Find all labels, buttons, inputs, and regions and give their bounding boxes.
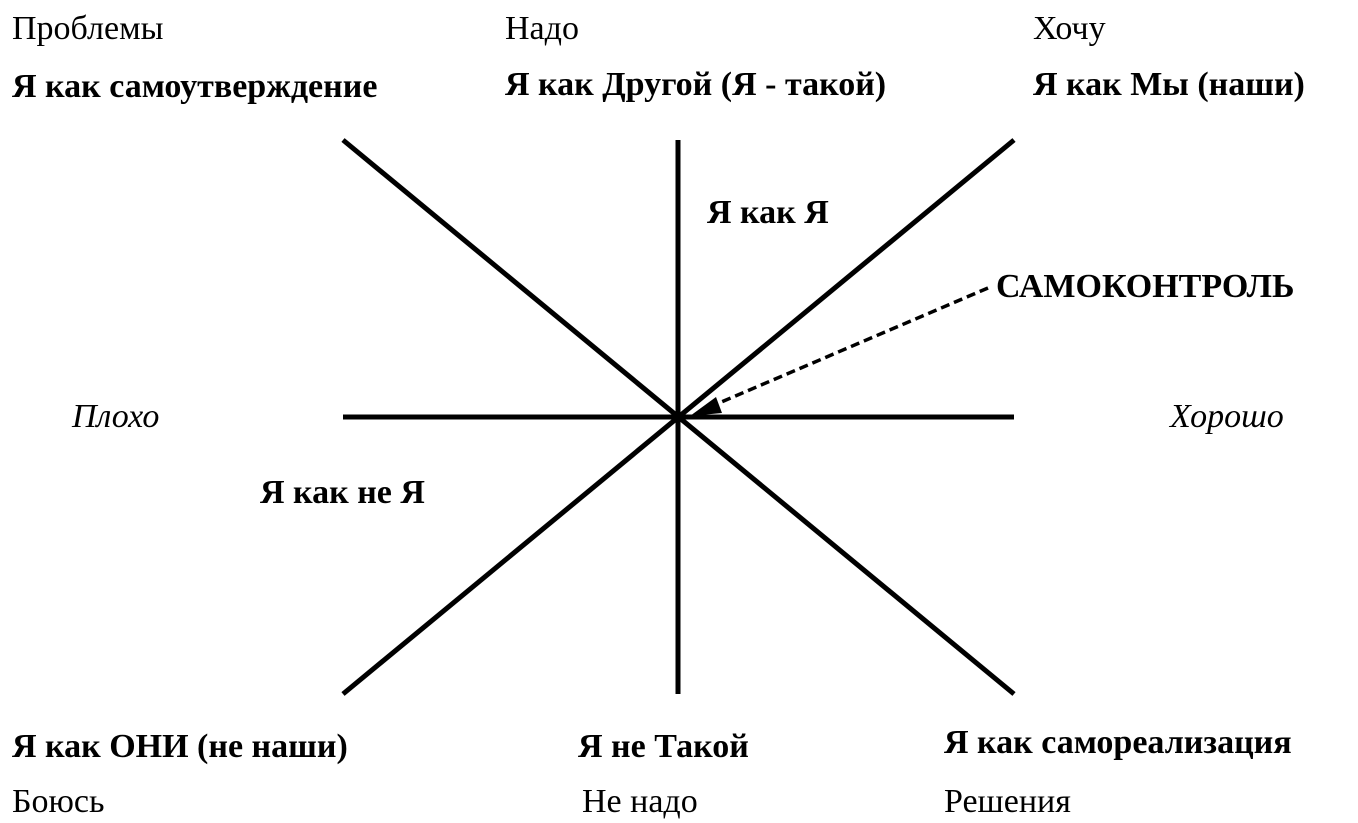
title-we: Я как Мы (наши) [1033, 66, 1305, 103]
caption-decisions: Решения [944, 783, 1071, 820]
caption-must-not: Не надо [582, 783, 698, 820]
caption-must: Надо [505, 10, 579, 47]
label-self-control: САМОКОНТРОЛЬ [996, 268, 1295, 305]
pointer-arrowhead [690, 397, 722, 416]
caption-problems: Проблемы [12, 10, 164, 47]
caption-fear: Боюсь [12, 783, 105, 820]
title-not-such: Я не Такой [578, 728, 749, 765]
label-i-as-i: Я как Я [707, 194, 829, 231]
axis-label-bad: Плохо [72, 398, 160, 435]
label-i-as-not-i: Я как не Я [260, 474, 425, 511]
axis-label-good: Хорошо [1170, 398, 1284, 435]
caption-want: Хочу [1033, 10, 1106, 47]
title-they: Я как ОНИ (не наши) [12, 728, 348, 765]
title-self-realization: Я как самореализация [944, 724, 1292, 761]
title-self-assertion: Я как самоутверждение [12, 68, 378, 105]
title-other: Я как Другой (Я - такой) [505, 66, 887, 103]
pointer-dashed-line [711, 286, 989, 408]
